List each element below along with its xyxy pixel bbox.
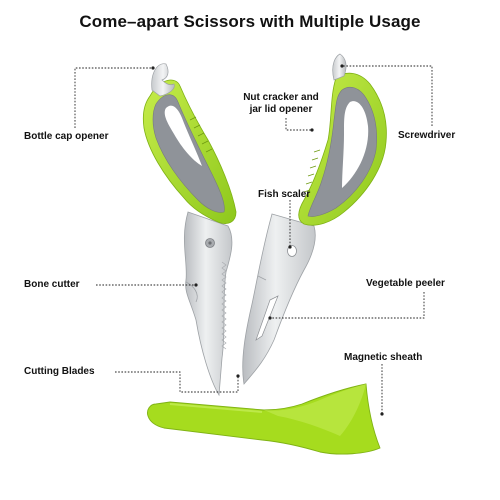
page-title: Come–apart Scissors with Multiple Usage	[79, 12, 421, 31]
left-blade	[183, 211, 233, 397]
callout-bottle-cap-opener: Bottle cap opener	[24, 131, 109, 142]
callout-screwdriver: Screwdriver	[398, 130, 456, 141]
magnetic-sheath	[147, 383, 381, 455]
callout-nut-cracker-line2: jar lid opener	[249, 104, 313, 115]
callout-magnetic-sheath: Magnetic sheath	[344, 352, 423, 363]
callout-bone-cutter: Bone cutter	[24, 279, 80, 290]
right-handle	[298, 53, 387, 226]
callout-cutting-blades: Cutting Blades	[24, 366, 95, 377]
callout-nut-cracker: Nut cracker and jar lid opener	[206, 92, 356, 116]
callout-fish-scaler: Fish scaler	[258, 189, 311, 200]
right-blade	[242, 213, 316, 385]
peeler-slot-icon	[255, 295, 279, 341]
callout-nut-cracker-line1: Nut cracker and	[243, 92, 319, 103]
leader-lines	[74, 64, 433, 416]
left-handle	[142, 63, 237, 224]
callout-vegetable-peeler: Vegetable peeler	[366, 278, 445, 289]
